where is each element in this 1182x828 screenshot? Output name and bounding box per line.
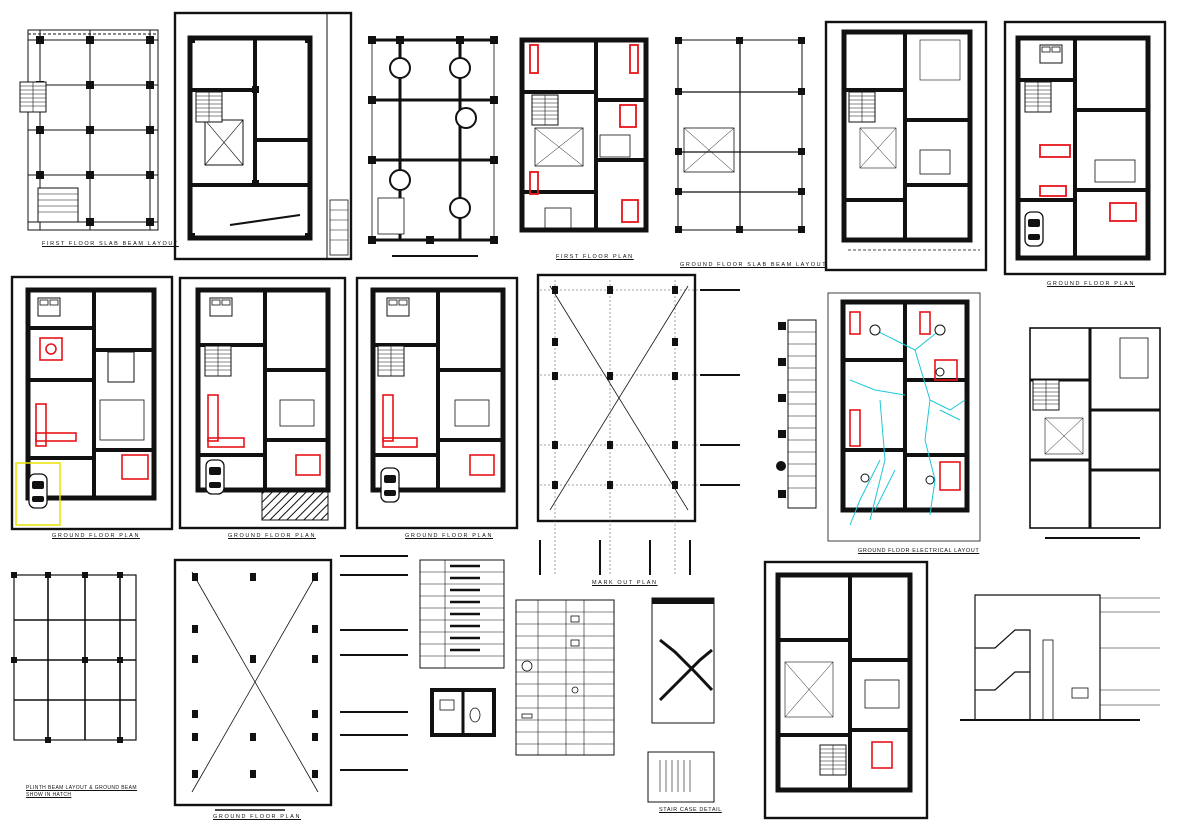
plinth-beam-layout — [11, 572, 137, 743]
footing-layout — [368, 36, 498, 257]
caption-first-floor-slab-beam-layout: FIRST FLOOR SLAB BEAM LAYOUT — [42, 241, 179, 247]
caption-ground-floor-electrical-layout: GROUND FLOOR ELECTRICAL LAYOUT — [858, 548, 980, 554]
ground-floor-plan-3 — [355, 276, 519, 530]
ground-floor-column-layout — [173, 555, 408, 811]
ground-floor-slab-beam-layout — [675, 37, 805, 233]
caption-ground-floor-plan-1: GROUND FLOOR PLAN — [52, 533, 141, 539]
ground-floor-plan-bottom — [763, 560, 929, 820]
ground-floor-plan-2 — [178, 276, 347, 530]
electrical-legend — [776, 319, 817, 509]
first-floor-plan-right — [1029, 327, 1161, 539]
caption-mark-out-plan: MARK OUT PLAN — [592, 580, 658, 586]
toilet-detail — [430, 688, 496, 737]
first-floor-plan — [519, 37, 649, 233]
symbol-legend-table-1 — [419, 559, 505, 669]
section-elevation — [960, 594, 1160, 721]
framed-floor-plan — [173, 11, 353, 261]
ground-floor-plan-1 — [10, 275, 174, 531]
ground-floor-plan-top-right — [1003, 20, 1167, 276]
caption-ground-floor-plan-bottom: GROUND FLOOR PLAN — [213, 814, 302, 820]
caption-stair-case-detail: STAIR CASE DETAIL — [659, 807, 722, 813]
ground-floor-electrical-layout — [827, 292, 981, 542]
caption-plinth-beam-layout: PLINTH BEAM LAYOUT & GROUND BEAM SHOW IN… — [26, 785, 137, 798]
caption-first-floor-plan: FIRST FLOOR PLAN — [556, 254, 634, 260]
framed-floor-plan-2 — [824, 20, 988, 272]
caption-ground-floor-plan-3: GROUND FLOOR PLAN — [405, 533, 494, 539]
mark-out-plan — [536, 273, 740, 575]
first-floor-slab-beam-layout — [19, 29, 159, 231]
caption-ground-floor-slab-beam-layout: GROUND FLOOR SLAB BEAM LAYOUT — [680, 262, 828, 268]
symbol-legend-table-2 — [515, 599, 615, 756]
stair-case-detail — [647, 597, 715, 803]
caption-ground-floor-plan-top-right: GROUND FLOOR PLAN — [1047, 281, 1136, 287]
caption-ground-floor-plan-2: GROUND FLOOR PLAN — [228, 533, 317, 539]
